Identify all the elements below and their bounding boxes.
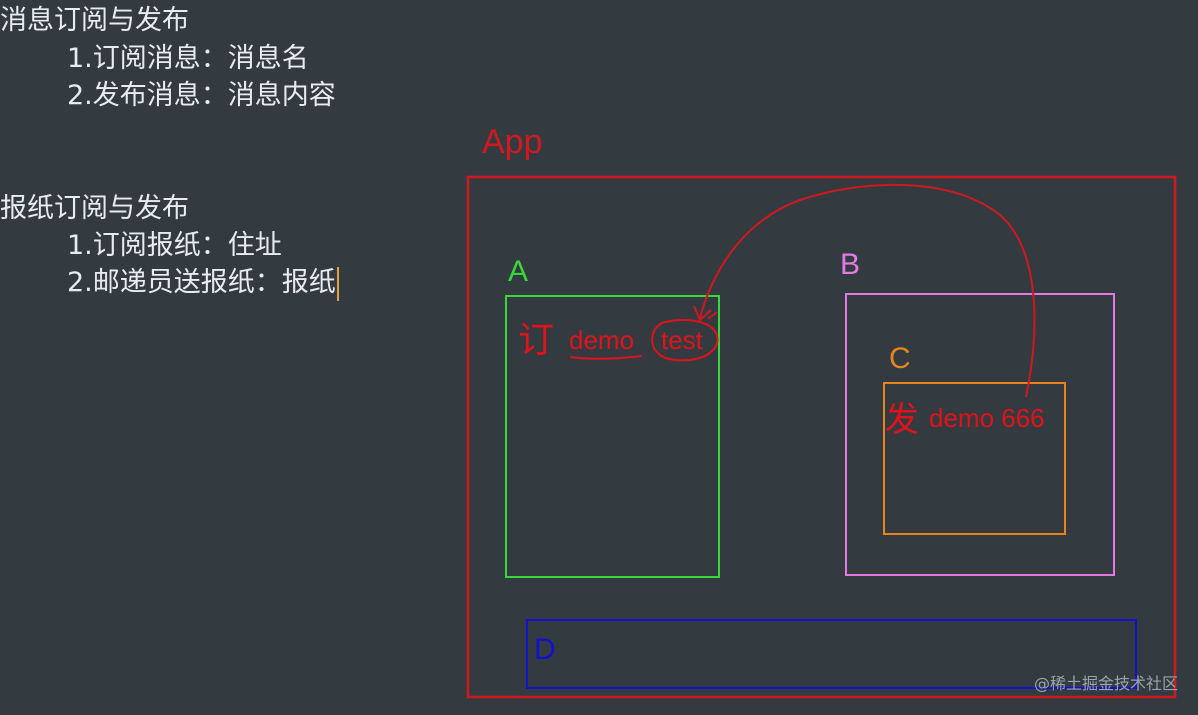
publish-arrow-head	[693, 305, 712, 322]
app-box	[466, 175, 1177, 699]
section2-item-2-text: 2.邮递员送报纸：报纸	[67, 267, 336, 298]
c-annotation-text: demo 666	[929, 403, 1045, 433]
text-cursor	[336, 266, 339, 301]
section2-item-2: 2.邮递员送报纸：报纸	[67, 264, 339, 302]
section2-title: 报纸订阅与发布	[0, 193, 189, 224]
d-label: D	[534, 633, 556, 666]
section1-title: 消息订阅与发布	[0, 5, 189, 36]
a-box	[505, 295, 720, 578]
c-box	[883, 382, 1066, 535]
app-label: App	[482, 123, 543, 161]
section1-item-1: 1.订阅消息：消息名	[67, 43, 309, 74]
section2-item-1: 1.订阅报纸：住址	[67, 230, 282, 261]
demo-underline	[569, 355, 643, 360]
d-box	[526, 619, 1137, 689]
watermark: @稀土掘金技术社区	[1033, 674, 1178, 693]
test-circle	[651, 319, 719, 362]
arrow-tick	[707, 311, 718, 320]
section1-item-2: 2.发布消息：消息内容	[67, 80, 336, 111]
c-label: C	[889, 342, 911, 375]
a-label: A	[508, 255, 528, 288]
a-annotation-char: 订	[518, 320, 554, 361]
a-annotation-test: test	[661, 325, 704, 355]
b-box	[845, 293, 1115, 576]
a-annotation-demo: demo	[569, 325, 634, 355]
publish-arrow	[699, 183, 1036, 398]
b-label: B	[840, 248, 860, 281]
c-annotation-char: 发	[885, 400, 919, 440]
